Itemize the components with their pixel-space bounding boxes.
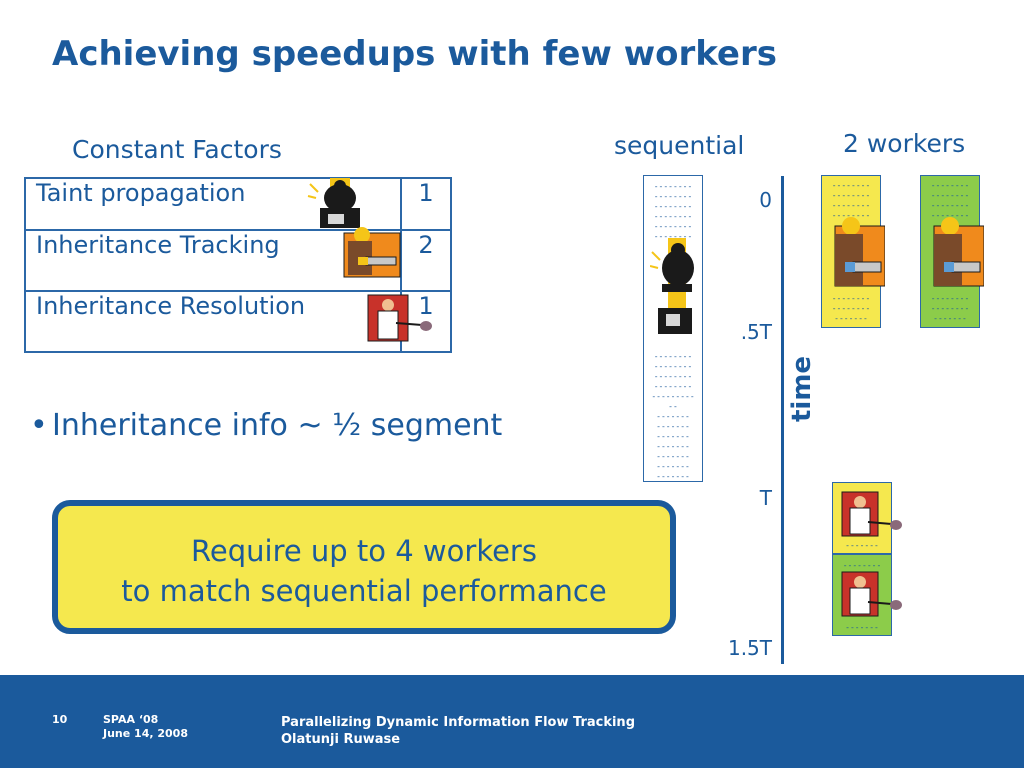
tick-label: .5T	[740, 320, 772, 344]
bullet-point: •Inheritance info ~ ½ segment	[30, 408, 502, 443]
tick-label: T	[759, 486, 772, 510]
row-value: 2	[400, 229, 452, 292]
slide-title: Achieving speedups with few workers	[52, 34, 777, 74]
talk-title: Parallelizing Dynamic Information Flow T…	[281, 715, 635, 730]
conference-name: SPAA ‘08	[103, 713, 159, 726]
callout-line-2: to match sequential performance	[121, 574, 607, 608]
row-name: Inheritance Resolution	[24, 290, 402, 353]
tick-label: 1.5T	[727, 636, 772, 660]
conference-date: June 14, 2008	[103, 727, 188, 740]
tick-label: 0	[759, 188, 772, 212]
worker-saw-icon	[834, 217, 885, 287]
sequential-label: sequential	[614, 131, 745, 160]
worker-lifting-icon	[650, 238, 694, 334]
time-axis-label: time	[787, 355, 817, 422]
bullet-text: Inheritance info ~ ½ segment	[52, 408, 503, 443]
callout-box: Require up to 4 workers to match sequent…	[52, 500, 676, 634]
worker-lifting-icon	[307, 178, 360, 228]
time-axis	[781, 176, 784, 664]
page-number: 10	[52, 713, 68, 726]
workers-label: 2 workers	[843, 129, 966, 158]
callout-line-1: Require up to 4 workers	[191, 534, 537, 568]
bullet-dot: •	[30, 408, 48, 443]
constant-factors-table: Taint propagation 1 Inheritance Tracking…	[24, 177, 452, 353]
table-row: Inheritance Resolution 1	[24, 290, 452, 353]
footer-bar: 10 SPAA ‘08 June 14, 2008 Parallelizing …	[0, 675, 1024, 768]
worker-saw-icon	[933, 217, 984, 287]
table-header: Constant Factors	[72, 135, 282, 164]
worker-shovel-icon	[367, 294, 432, 342]
row-value: 1	[400, 177, 452, 231]
author-name: Olatunji Ruwase	[281, 732, 401, 747]
worker-shovel-icon	[841, 491, 902, 537]
worker-shovel-icon	[841, 571, 902, 617]
worker-saw-icon	[343, 227, 401, 278]
